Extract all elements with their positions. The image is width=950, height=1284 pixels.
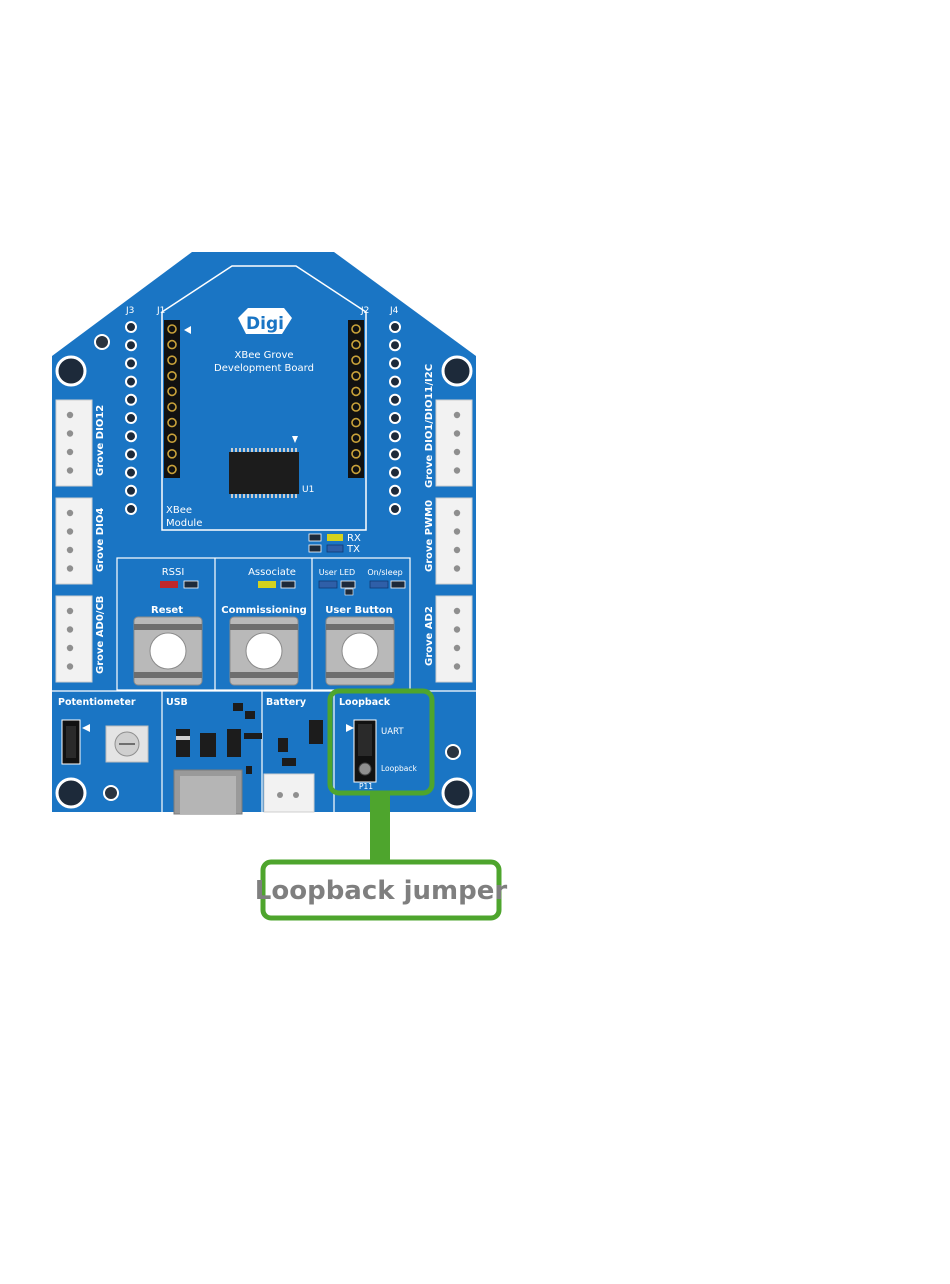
grove-dio1-dio11-i2c-label: Grove DIO1/DIO11/I2C [424, 364, 435, 488]
grove-connectors-left [56, 400, 92, 682]
grove-pin [454, 510, 460, 516]
grove-pin [67, 663, 73, 669]
through-hole-pin [126, 486, 136, 496]
commissioning-button[interactable] [230, 617, 298, 685]
grove-pin [454, 608, 460, 614]
grove-pin [67, 645, 73, 651]
callout-label: Loopback jumper [255, 876, 508, 906]
through-hole-pin [126, 468, 136, 478]
grove-pin [454, 547, 460, 553]
grove-pin [454, 528, 460, 534]
j4-label: J4 [389, 306, 399, 316]
through-hole-pin [390, 486, 400, 496]
j1-header [164, 320, 180, 478]
reset-button[interactable] [134, 617, 202, 685]
board-title-line1: XBee Grove [234, 350, 293, 361]
through-hole-pin [390, 449, 400, 459]
rssi-label: RSSI [162, 567, 185, 578]
board-title-line2: Development Board [214, 363, 314, 374]
through-hole-pin [390, 395, 400, 405]
grove-pin [67, 510, 73, 516]
grove-pin [67, 528, 73, 534]
through-hole-pin [390, 377, 400, 387]
user-led-label: User LED [319, 568, 355, 577]
on-sleep-label: On/sleep [367, 568, 402, 577]
grove-pin [67, 626, 73, 632]
through-hole-pin [126, 377, 136, 387]
grove-pwm0-label: Grove PWM0 [424, 500, 435, 572]
grove-pin [454, 430, 460, 436]
user-button[interactable] [326, 617, 394, 685]
grove-pin [67, 412, 73, 418]
j1-label: J1 [156, 306, 165, 316]
loopback-position-label: Loopback [381, 764, 417, 773]
grove-pin [67, 449, 73, 455]
usb-label: USB [166, 697, 188, 708]
digi-logo: Digi [238, 308, 292, 334]
grove-pin [67, 608, 73, 614]
through-hole-pin [126, 340, 136, 350]
tx-label: TX [346, 544, 360, 555]
associate-label: Associate [248, 567, 296, 578]
battery-label: Battery [266, 697, 307, 708]
potentiometer-label: Potentiometer [58, 697, 136, 708]
digi-logo-text: Digi [246, 314, 284, 334]
through-hole-pin [126, 413, 136, 423]
grove-pin [454, 412, 460, 418]
grove-pin [454, 467, 460, 473]
grove-pin [454, 663, 460, 669]
loopback-section-label: Loopback [339, 697, 391, 708]
reset-label: Reset [151, 605, 183, 616]
through-hole-pin [126, 395, 136, 405]
xbee-module-label-line2: Module [166, 518, 202, 529]
through-hole-pin [390, 431, 400, 441]
grove-ad0-cb-label: Grove AD0/CB [95, 596, 106, 674]
grove-pin [454, 626, 460, 632]
usb-connector[interactable] [174, 770, 242, 814]
p11-label: P11 [359, 782, 373, 791]
through-hole-pin [126, 504, 136, 514]
grove-ad2-label: Grove AD2 [424, 606, 435, 666]
through-hole-pin [126, 322, 136, 332]
grove-pin [67, 547, 73, 553]
grove-dio12-label: Grove DIO12 [95, 405, 106, 476]
j2-label: J2 [360, 306, 369, 316]
through-hole-pin [390, 340, 400, 350]
grove-pin [454, 565, 460, 571]
j2-header [348, 320, 364, 478]
through-hole-pin [390, 413, 400, 423]
j3-label: J3 [125, 306, 134, 316]
through-hole-pin [390, 504, 400, 514]
u1-label: U1 [302, 485, 314, 495]
uart-label: UART [381, 727, 404, 737]
through-hole-pin [126, 431, 136, 441]
through-hole-pin [126, 449, 136, 459]
through-hole-pin [390, 358, 400, 368]
through-hole-pin [126, 358, 136, 368]
callout-connector [370, 793, 390, 863]
grove-pin [67, 565, 73, 571]
grove-dio4-label: Grove DIO4 [95, 508, 106, 572]
through-hole-pin [390, 322, 400, 332]
grove-connectors-right [436, 400, 472, 682]
user-button-label: User Button [325, 605, 393, 616]
grove-pin [67, 430, 73, 436]
through-hole-pin [390, 468, 400, 478]
battery-connector[interactable] [264, 774, 314, 812]
grove-pin [454, 449, 460, 455]
grove-pin [454, 645, 460, 651]
xbee-module-label-line1: XBee [166, 505, 192, 516]
grove-pin [67, 467, 73, 473]
rx-label: RX [347, 533, 361, 544]
commissioning-label: Commissioning [221, 605, 307, 616]
